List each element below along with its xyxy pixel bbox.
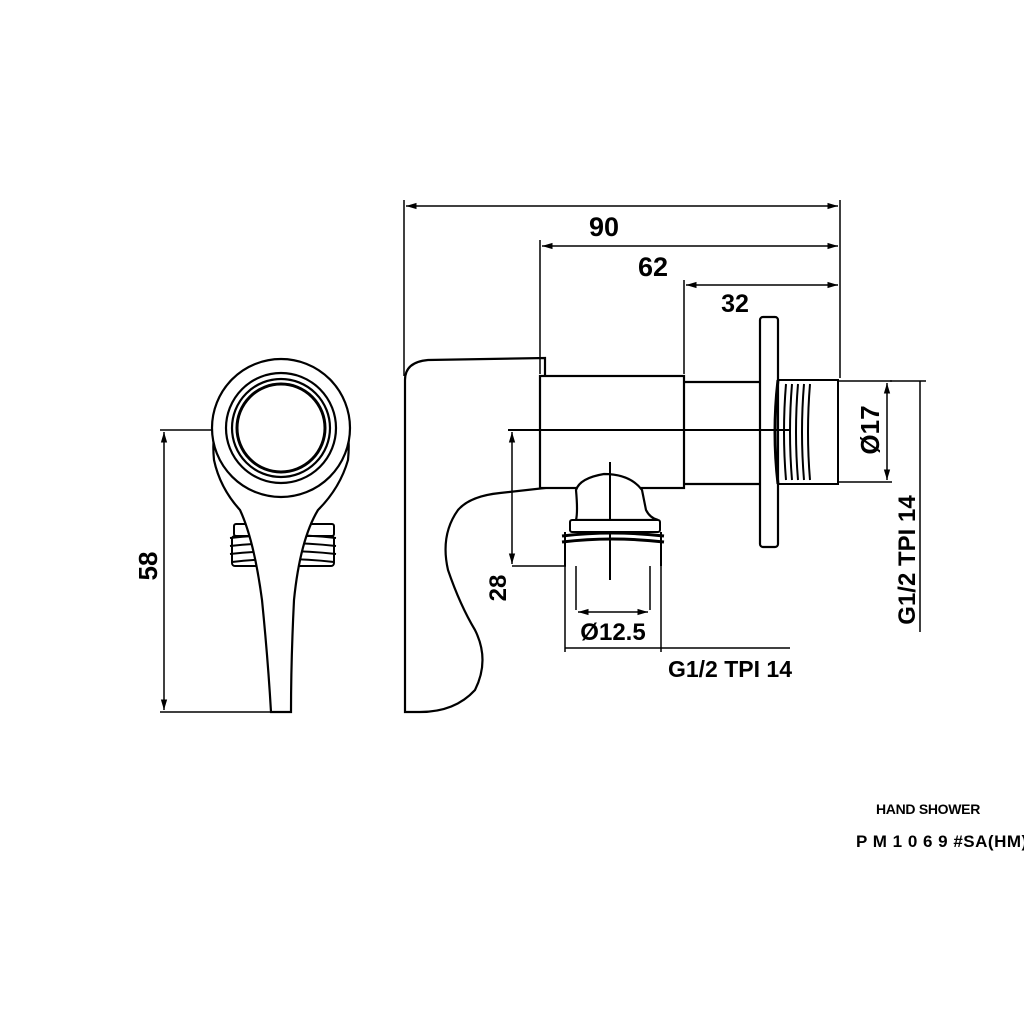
label-total-length: 90 — [589, 212, 619, 242]
side-body — [538, 374, 686, 490]
front-view — [160, 357, 352, 714]
label-inlet-diameter: Ø17 — [855, 405, 885, 454]
label-outlet-diameter: Ø12.5 — [580, 619, 645, 646]
side-view — [403, 315, 839, 714]
label-inlet-length: 32 — [721, 290, 749, 318]
side-dimensions — [403, 200, 926, 652]
dim-handle-height — [160, 429, 272, 713]
side-flange — [758, 315, 780, 549]
side-handle — [403, 356, 547, 714]
side-inlet-thread — [773, 379, 839, 485]
label-outlet-offset: 28 — [485, 575, 512, 602]
side-inlet-pipe — [684, 380, 760, 486]
side-outlet-neck — [574, 472, 659, 522]
side-outlet-thread — [561, 519, 665, 610]
label-handle-height: 58 — [133, 552, 163, 581]
product-name: HAND SHOWER — [876, 801, 981, 817]
front-head-ring — [224, 371, 338, 485]
product-code: P M 1 0 6 9 #SA(HM) — [856, 832, 1024, 851]
label-outlet-thread: G1/2 TPI 14 — [668, 656, 792, 682]
front-head-inner — [235, 382, 327, 474]
label-inlet-thread: G1/2 TPI 14 — [894, 495, 921, 625]
label-body-length: 62 — [638, 252, 668, 282]
front-head-ring-2 — [230, 377, 332, 479]
